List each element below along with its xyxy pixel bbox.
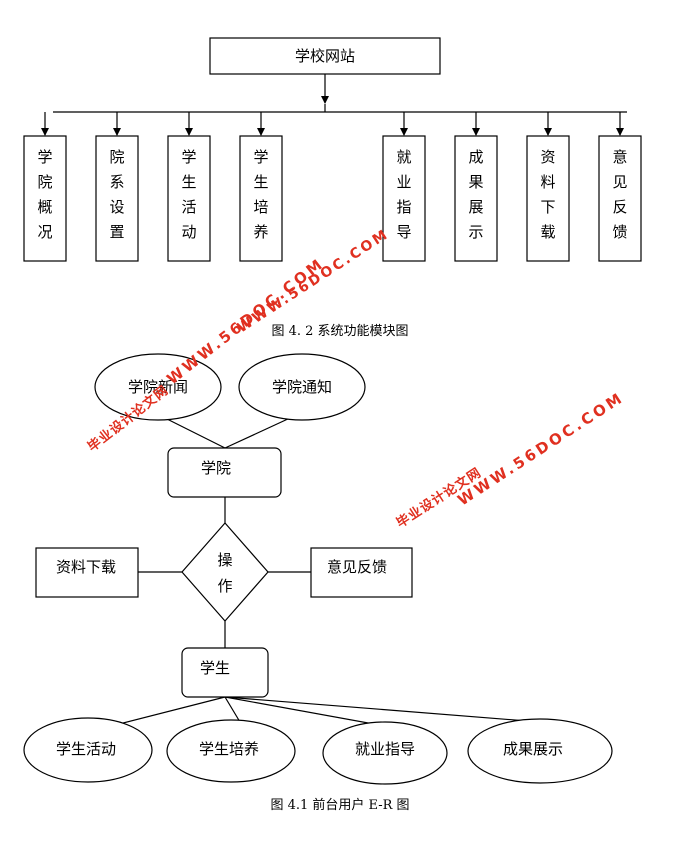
entity-download-label: 资料下载 bbox=[56, 558, 116, 576]
module-node-box-3 bbox=[239, 135, 283, 262]
module-node-box-7 bbox=[598, 135, 642, 262]
relation-label-line1: 操 bbox=[217, 551, 232, 569]
attr-achievement-show bbox=[467, 718, 613, 784]
attr-employment-guide-label: 就业指导 bbox=[355, 740, 415, 758]
entity-college-label: 学院 bbox=[201, 459, 231, 477]
er-diagram-caption: 图 4.1 前台用户 E-R 图 bbox=[270, 797, 409, 813]
entity-student bbox=[181, 647, 269, 698]
entity-student-label: 学生 bbox=[200, 659, 230, 677]
module-diagram: 学校网站 学院概况 院系设置 学生活动 学生培养 就业指导 成果展示 资料下载 意见反馈 图 … bbox=[23, 37, 642, 339]
attr-student-activity-label: 学生活动 bbox=[56, 740, 116, 758]
module-node-box-2 bbox=[167, 135, 211, 262]
module-node-box-6 bbox=[526, 135, 570, 262]
root-node-label: 学校网站 bbox=[295, 47, 355, 65]
module-node-label-3: 学生培养 bbox=[253, 148, 268, 241]
attr-college-news bbox=[94, 353, 222, 421]
attr-employment-guide bbox=[322, 721, 448, 785]
attr-college-notice-label: 学院通知 bbox=[272, 378, 332, 396]
watermark-3: WWW.56DOC.COM bbox=[454, 388, 627, 509]
attr-student-training-label: 学生培养 bbox=[199, 740, 259, 758]
edge-news-college bbox=[164, 417, 226, 449]
er-diagram: 学院新闻 学院通知 学院 操 作 资料下载 意见反馈 学生 学生活动 学生培养 … bbox=[23, 353, 613, 813]
attr-college-notice bbox=[238, 353, 366, 421]
attr-achievement-show-label: 成果展示 bbox=[503, 740, 563, 758]
module-node-label-2: 学生活动 bbox=[181, 148, 196, 241]
edge-student-achievement bbox=[224, 696, 541, 723]
entity-college bbox=[167, 447, 282, 498]
relation-label-line2: 作 bbox=[217, 577, 232, 595]
module-node-box-4 bbox=[382, 135, 426, 262]
module-node-label-5: 成果展示 bbox=[468, 148, 483, 241]
module-node-label-0: 学院概况 bbox=[37, 148, 52, 241]
module-node-label-6: 资料下载 bbox=[540, 148, 555, 241]
edge-student-training bbox=[224, 696, 241, 723]
watermark-3-url: WWW.56DOC.COM bbox=[454, 388, 627, 509]
entity-feedback-label: 意见反馈 bbox=[327, 558, 387, 576]
attr-student-training bbox=[166, 719, 296, 783]
attr-student-activity bbox=[23, 717, 153, 783]
module-node-label-4: 就业指导 bbox=[396, 148, 411, 241]
root-node-box bbox=[209, 37, 441, 75]
module-node-box-1 bbox=[95, 135, 139, 262]
module-diagram-caption: 图 4. 2 系统功能模块图 bbox=[271, 324, 408, 339]
entity-feedback bbox=[310, 547, 413, 598]
module-node-label-1: 院系设置 bbox=[109, 148, 124, 241]
module-node-label-7: 意见反馈 bbox=[612, 148, 627, 241]
entity-download bbox=[35, 547, 139, 598]
edge-student-employment bbox=[224, 696, 386, 727]
relation-operate bbox=[181, 522, 269, 622]
module-node-box-5 bbox=[454, 135, 498, 262]
module-node-box-0 bbox=[23, 135, 67, 262]
edge-notice-college bbox=[224, 417, 291, 449]
module-children: 学院概况 院系设置 学生活动 学生培养 就业指导 成果展示 资料下载 意见反馈 bbox=[23, 112, 642, 262]
attr-college-news-label: 学院新闻 bbox=[128, 378, 188, 396]
